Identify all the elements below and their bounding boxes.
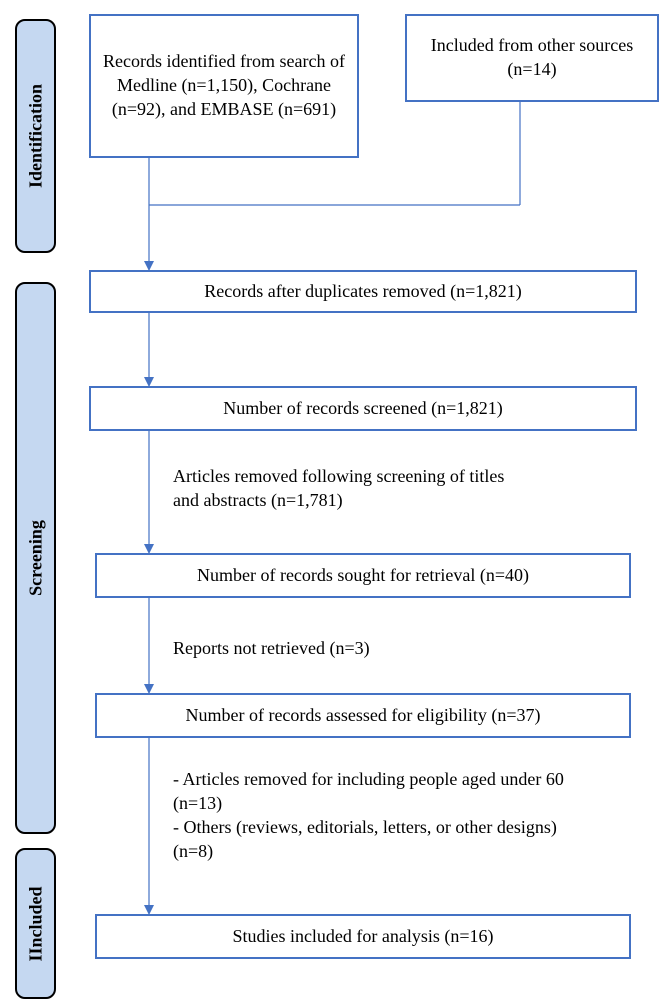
other-sources-box: Included from other sources (n=14) [405,14,659,102]
assessed-eligibility-text: Number of records assessed for eligibili… [185,704,541,725]
assessed-eligibility-box: Number of records assessed for eligibili… [95,693,631,738]
screened-text: Number of records screened (n=1,821) [223,397,503,418]
sought-retrieval-box: Number of records sought for retrieval (… [95,553,631,598]
screened-box: Number of records screened (n=1,821) [89,386,637,431]
records-identified-box: Records identified from search of Medlin… [89,14,359,158]
included-box: Studies included for analysis (n=16) [95,914,631,959]
phase-identification-label: Identification [25,83,45,189]
removed-screening-note: Articles removed following screening of … [173,466,505,510]
records-identified-text: Records identified from search of Medlin… [103,51,345,119]
other-sources-text: Included from other sources (n=14) [430,35,634,79]
phase-included: IIncluded [15,848,56,999]
phase-included-label: IIncluded [25,885,45,962]
removed-eligibility-note: - Articles removed for including people … [173,769,564,861]
after-duplicates-box: Records after duplicates removed (n=1,82… [89,270,637,313]
included-text: Studies included for analysis (n=16) [232,925,494,946]
sought-retrieval-text: Number of records sought for retrieval (… [196,564,530,585]
phase-screening-label: Screening [25,520,45,596]
not-retrieved-note: Reports not retrieved (n=3) [173,638,370,658]
phase-identification: Identification [15,19,56,253]
after-duplicates-text: Records after duplicates removed (n=1,82… [204,280,522,301]
phase-screening: Screening [15,282,56,834]
